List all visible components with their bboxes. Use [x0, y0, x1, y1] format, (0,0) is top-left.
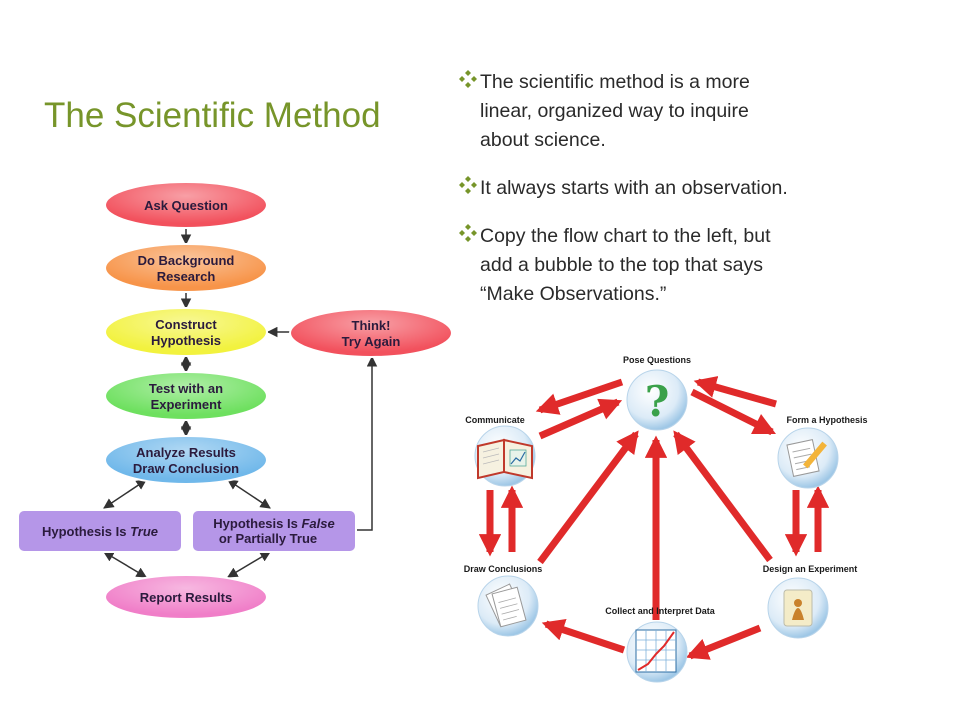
arrow-analyze-to-false [227, 479, 271, 509]
arrow-true-to-report [103, 551, 147, 578]
svg-text:Hypothesis Is True: Hypothesis Is True [42, 524, 158, 539]
node-background-research: Do Background Research [104, 243, 268, 293]
arrow-communicate-to-questions [538, 398, 623, 440]
node-label-emphasis: False [301, 516, 334, 531]
cycle-label: Communicate [465, 415, 525, 425]
diamond-bullet-icon [459, 176, 477, 194]
node-label: Experiment [151, 397, 222, 412]
node-hypothesis-true: Hypothesis Is True [17, 509, 183, 553]
bullet-item: The scientific method is a more linear, … [456, 68, 896, 155]
diamond-bullet-icon [459, 70, 477, 88]
arrow-false-to-think [356, 355, 378, 531]
cycle-node-communicate: Communicate [465, 415, 536, 487]
open-book-icon [477, 438, 533, 480]
arrow-questions-to-hypothesis [690, 388, 777, 436]
node-ask-question: Ask Question [104, 181, 268, 229]
node-analyze-results: Analyze Results Draw Conclusion [104, 435, 268, 485]
node-report-results: Report Results [104, 574, 268, 620]
bullet-line: The scientific method is a more [480, 71, 750, 93]
bullet-line: Copy the flow chart to the left, but [480, 225, 771, 247]
arrow-questions-to-communicate [535, 378, 624, 415]
cycle-label: Form a Hypothesis [786, 415, 867, 425]
cycle-label: Pose Questions [623, 355, 691, 365]
node-construct-hypothesis: Construct Hypothesis [104, 307, 268, 357]
arrow-conclusions-to-questions [537, 430, 639, 565]
bullet-item: Copy the flow chart to the left, but add… [456, 222, 896, 309]
bullet-line: “Make Observations.” [480, 283, 667, 305]
node-label: Do Background [138, 253, 235, 268]
beaker-icon [783, 589, 813, 627]
cycle-node-pose-questions: ? Pose Questions [623, 355, 691, 431]
node-label: Try Again [342, 334, 401, 349]
arrow-design-to-questions [673, 430, 773, 563]
node-label: Hypothesis Is [213, 516, 301, 531]
bullet-line: linear, organized way to inquire [480, 100, 749, 122]
bullet-list: The scientific method is a more linear, … [456, 68, 896, 328]
node-label: Research [157, 269, 216, 284]
scientific-method-cycle: ? Pose Questions Form a Hypothesis Desig… [464, 355, 868, 683]
node-test-experiment: Test with an Experiment [104, 371, 268, 421]
cycle-node-form-hypothesis: Form a Hypothesis [777, 415, 868, 489]
node-label: Analyze Results [136, 445, 236, 460]
node-hypothesis-false: Hypothesis Is False or Partially True [191, 509, 357, 553]
documents-icon [485, 583, 527, 628]
arrow-hypothesis-to-questions [693, 376, 777, 408]
node-label: Hypothesis [151, 333, 221, 348]
arrow-analyze-to-true [103, 479, 147, 509]
cycle-node-draw-conclusions: Draw Conclusions [464, 564, 543, 637]
flow-connectors [103, 228, 378, 578]
node-label: Draw Conclusion [133, 461, 239, 476]
node-label: Report Results [140, 590, 232, 605]
paper-pencil-icon [786, 439, 827, 477]
node-label: Construct [155, 317, 217, 332]
scientific-method-flowchart: Ask Question Do Background Research Cons… [17, 181, 453, 620]
node-label-emphasis: True [130, 524, 158, 539]
node-label: Hypothesis Is [42, 524, 130, 539]
arrow-false-to-report [227, 551, 271, 578]
bullet-item: It always starts with an observation. [456, 174, 896, 203]
cycle-node-collect-data: Collect and Interpret Data [605, 606, 716, 683]
bullet-line: It always starts with an observation. [480, 177, 788, 199]
node-think-try-again: Think! Try Again [289, 308, 453, 358]
svg-text:Hypothesis Is False: Hypothesis Is False [213, 516, 334, 531]
bullet-line: add a bubble to the top that says [480, 254, 763, 276]
question-mark-icon: ? [645, 377, 670, 426]
cycle-arrows [478, 376, 830, 660]
cycle-label: Draw Conclusions [464, 564, 543, 574]
node-label: Think! [352, 318, 391, 333]
cycle-label: Design an Experiment [763, 564, 858, 574]
arrow-collect-to-conclusions [541, 619, 626, 654]
node-label: Test with an [149, 381, 223, 396]
diamond-bullet-icon [459, 224, 477, 242]
node-label: or Partially True [219, 531, 317, 546]
cycle-node-design-experiment: Design an Experiment [763, 564, 858, 639]
node-label: Ask Question [144, 198, 228, 213]
arrow-design-to-collect [685, 624, 762, 660]
graph-chart-icon [635, 629, 677, 673]
page-title: The Scientific Method [44, 96, 381, 135]
bullet-line: about science. [480, 129, 606, 151]
cycle-label: Collect and Interpret Data [605, 606, 716, 616]
